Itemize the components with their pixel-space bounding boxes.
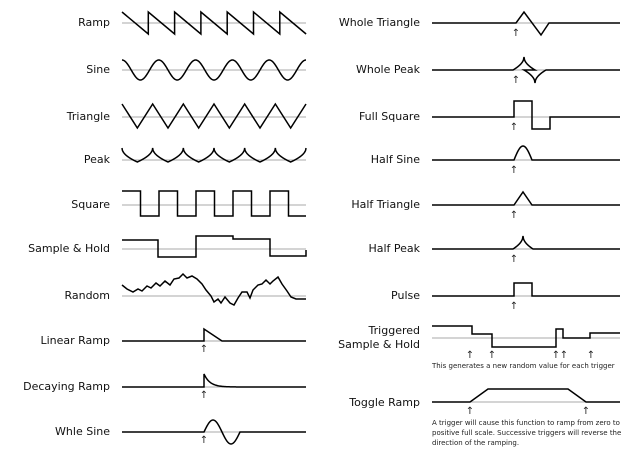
triggered-sample-hold-0-trigger-arrow-icon: ↑ [466,350,474,361]
triggered-sample-hold-2-trigger-arrow-icon: ↑ [552,350,560,361]
label-triangle: Triangle [66,110,110,123]
note-toggle-ramp: A trigger will cause this function to ra… [432,419,622,447]
label-peak: Peak [83,153,110,166]
half-triangle-trigger-arrow-icon: ↑ [510,210,518,221]
half-peak-trigger-arrow-icon: ↑ [510,254,518,265]
half-sine-trigger-arrow-icon: ↑ [510,165,518,176]
label-whle-sine: Whle Sine [55,425,110,438]
label-full-square: Full Square [358,110,420,123]
label-half-peak: Half Peak [368,242,420,255]
half-triangle-waveform [432,190,620,206]
whle-sine-waveform [122,419,306,445]
label-line-1: Triggered [368,324,420,337]
label-pulse: Pulse [391,289,420,302]
label-toggle-ramp: Toggle Ramp [349,396,420,409]
toggle-ramp-reverse-trigger-arrow-icon: ↑ [582,406,590,417]
peak-waveform [121,147,307,163]
random-waveform [121,272,306,306]
toggle-ramp-start-trigger-arrow-icon: ↑ [466,406,474,417]
square-waveform [122,190,306,217]
toggle-ramp-waveform [432,388,620,403]
whole-peak-trigger-arrow-icon: ↑ [512,75,520,86]
full-square-waveform [432,100,620,130]
decaying-ramp-trigger-arrow-icon: ↑ [200,390,208,401]
triggered-sample-hold-3-trigger-arrow-icon: ↑ [560,350,568,361]
label-ramp: Ramp [78,16,110,29]
label-half-triangle: Half Triangle [351,198,420,211]
ramp-waveform [121,10,307,36]
linear-ramp-trigger-arrow-icon: ↑ [200,344,208,355]
half-peak-waveform [432,235,620,250]
triggered-sample-hold-1-trigger-arrow-icon: ↑ [488,350,496,361]
label-decaying-ramp: Decaying Ramp [23,380,110,393]
sample-hold-waveform [122,235,307,258]
label-line-2: Sample & Hold [338,338,420,351]
label-whole-peak: Whole Peak [355,63,420,76]
linear-ramp-waveform [122,327,306,342]
triggered-sample-hold-waveform [432,325,620,348]
sine-waveform [121,59,307,81]
triggered-sample-hold-4-trigger-arrow-icon: ↑ [587,350,595,361]
label-random: Random [64,289,110,302]
whole-peak-waveform [432,56,620,84]
pulse-trigger-arrow-icon: ↑ [510,301,518,312]
note-triggered-sample-hold: This generates a new random value for ea… [432,362,615,370]
pulse-waveform [432,282,620,297]
whole-triangle-trigger-arrow-icon: ↑ [512,28,520,39]
label-triggered-sample-hold: Triggered Sample & Hold [338,324,420,352]
decaying-ramp-waveform [122,373,307,388]
full-square-trigger-arrow-icon: ↑ [510,122,518,133]
triangle-waveform [121,102,307,130]
label-square: Square [71,198,110,211]
label-linear-ramp: Linear Ramp [40,334,110,347]
label-sine: Sine [86,63,110,76]
label-half-sine: Half Sine [370,153,420,166]
label-whole-triangle: Whole Triangle [338,16,420,29]
whole-triangle-waveform [432,10,620,37]
label-sample-hold: Sample & Hold [28,242,110,255]
whle-sine-trigger-arrow-icon: ↑ [200,435,208,446]
half-sine-waveform [432,145,620,161]
